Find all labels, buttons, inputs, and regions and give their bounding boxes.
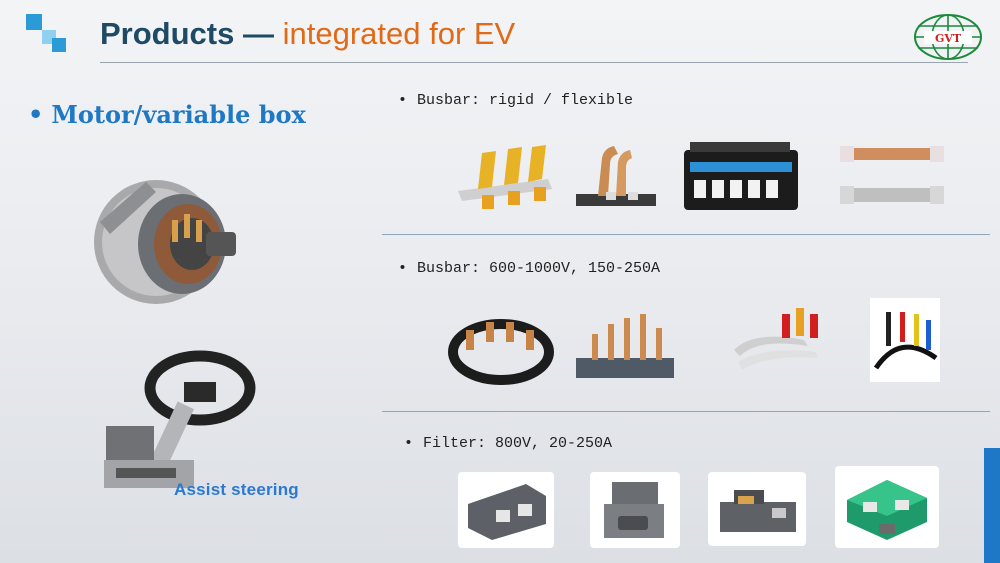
page-title: Products — integrated for EV xyxy=(100,16,515,52)
section-divider xyxy=(382,411,990,412)
busbar-rigid-image xyxy=(458,145,552,209)
motor-box-heading: •Motor/variable box xyxy=(28,100,306,129)
wire-busbar-image xyxy=(870,298,940,382)
curved-busbar-image xyxy=(734,308,818,370)
flexible-busbar-image xyxy=(840,146,944,204)
bullet-dot: • xyxy=(398,260,408,277)
steering-image xyxy=(104,350,256,488)
filter-green-image xyxy=(847,480,927,540)
decor-square xyxy=(26,14,42,30)
section-busbar-rigid: • Busbar: rigid / flexible xyxy=(398,92,633,109)
filter-image xyxy=(468,484,546,540)
gvt-logo: GVT xyxy=(914,14,982,60)
busbar-copper-image xyxy=(576,146,656,206)
section-label: Busbar: 600-1000V, 150-250A xyxy=(417,260,661,277)
filter-image xyxy=(604,482,664,538)
section-filter: • Filter: 800V, 20-250A xyxy=(404,435,612,452)
section-divider xyxy=(382,234,990,235)
ring-busbar-image xyxy=(448,319,554,385)
busbar-module-image xyxy=(684,142,798,210)
bullet-dot: • xyxy=(404,435,414,452)
filter-image xyxy=(720,490,796,532)
bullet-dot: • xyxy=(398,92,408,109)
section-label: Filter: 800V, 20-250A xyxy=(423,435,613,452)
motor-image xyxy=(94,180,236,304)
decor-square xyxy=(52,38,66,52)
logo-text: GVT xyxy=(935,32,962,45)
title-sub: integrated for EV xyxy=(282,16,516,51)
title-main: Products xyxy=(100,16,235,51)
title-dash: — xyxy=(234,16,283,51)
section-busbar-voltage: • Busbar: 600-1000V, 150-250A xyxy=(398,260,660,277)
slide-edge-bar xyxy=(984,448,1000,563)
assist-steering-label: Assist steering xyxy=(174,480,299,499)
title-underline xyxy=(100,62,968,63)
stacked-busbar-image xyxy=(576,314,674,378)
section-label: Busbar: rigid / flexible xyxy=(417,92,634,109)
bullet-dot: • xyxy=(28,100,44,129)
motor-box-heading-text: Motor/variable box xyxy=(51,100,306,129)
